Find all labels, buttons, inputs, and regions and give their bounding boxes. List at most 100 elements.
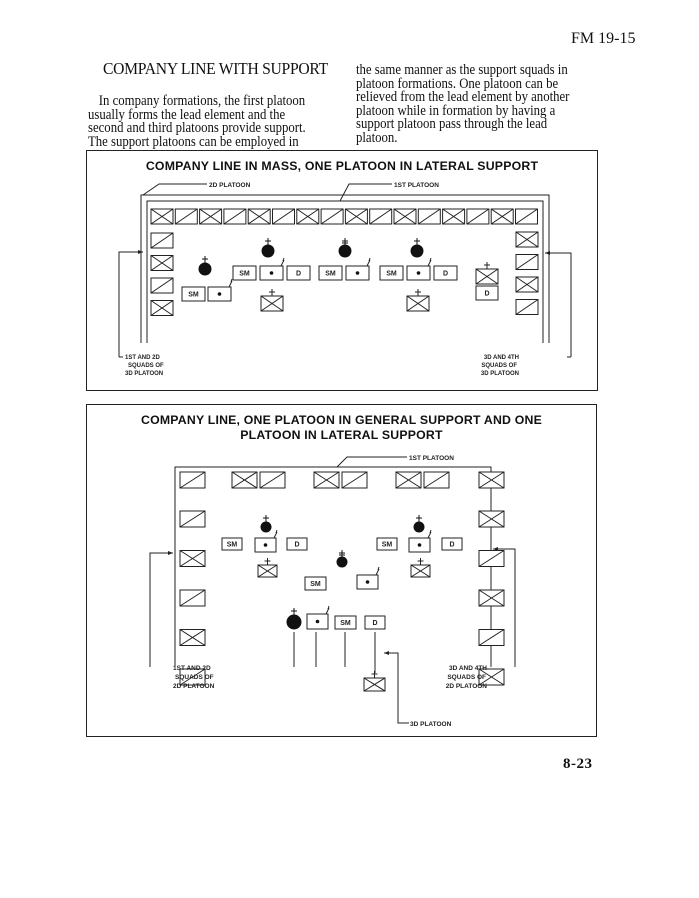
driver-box: D xyxy=(286,265,311,281)
figure-company-line-general-support: COMPANY LINE, ONE PLATOON IN GENERAL SUP… xyxy=(86,404,597,737)
right-squads-connector xyxy=(493,548,516,667)
squad-symbol-crossed xyxy=(406,289,430,312)
first-platoon-bracket xyxy=(146,200,544,343)
figure-title-line1: COMPANY LINE, ONE PLATOON IN GENERAL SUP… xyxy=(141,413,542,427)
squad-symbol-crossed xyxy=(478,510,505,528)
squad-leader-box: SM xyxy=(379,265,404,281)
squad-symbol-crossed xyxy=(515,276,539,293)
squad-symbol-crossed xyxy=(150,208,174,225)
right-squads-connector xyxy=(545,252,572,357)
text-line: the same manner as the support squads in xyxy=(356,62,568,78)
squad-symbol-diagonal xyxy=(341,471,368,489)
squad-symbol-diagonal xyxy=(417,208,441,225)
driver-box: D xyxy=(286,537,308,551)
svg-text:SM: SM xyxy=(340,620,351,627)
platoon-leader-symbol xyxy=(198,256,212,276)
arrow-head-icon xyxy=(168,551,173,555)
squad-symbol-diagonal xyxy=(272,208,295,225)
svg-text:D: D xyxy=(443,271,448,278)
second-platoon-bracket xyxy=(140,194,550,343)
document-header-id: FM 19-15 xyxy=(571,30,636,47)
label-left-squads-l2: SQUADS OF xyxy=(175,674,214,681)
svg-text:D: D xyxy=(372,620,377,627)
label-right-squads-l2: SQUADS OF xyxy=(447,674,486,681)
label-left-squads-l1: 1ST AND 2D xyxy=(125,355,160,361)
squad-symbol-diagonal xyxy=(179,471,206,489)
squad-symbol-diagonal xyxy=(515,208,538,225)
squad-symbol-crossed xyxy=(395,471,422,489)
arrow-head-icon xyxy=(493,547,498,551)
driver-box: D xyxy=(433,265,458,281)
figure-title: COMPANY LINE, ONE PLATOON IN GENERAL SUP… xyxy=(87,413,596,443)
label-right-squads-l2: SQUADS OF xyxy=(481,363,517,369)
squad-symbol-crossed xyxy=(296,208,320,225)
radio-operator-symbol xyxy=(254,529,278,553)
svg-text:SM: SM xyxy=(188,292,199,299)
squad-symbol-crossed xyxy=(313,471,340,489)
squad-symbol-diagonal xyxy=(369,208,393,225)
label-right-squads-l1: 3D AND 4TH xyxy=(484,355,519,361)
left-squads-connector xyxy=(118,251,143,357)
text-line: relieved from the lead element by anothe… xyxy=(356,89,570,105)
figure-title-line2: PLATOON IN LATERAL SUPPORT xyxy=(240,428,443,442)
radio-operator-symbol xyxy=(259,257,285,281)
figure-title: COMPANY LINE IN MASS, ONE PLATOON IN LAT… xyxy=(145,159,539,173)
squad-leader-box: SM xyxy=(334,615,357,630)
label-2d-platoon: 2D PLATOON xyxy=(209,182,251,189)
body-text-left-column: In company formations, the first platoon… xyxy=(88,94,348,149)
squad-leader-box: SM xyxy=(181,286,206,302)
platoon-leader-symbol xyxy=(286,608,302,630)
text-line: platoon formations. One platoon can be xyxy=(356,75,559,92)
squad-symbol-crossed xyxy=(363,671,386,692)
section-title: COMPANY LINE WITH SUPPORT xyxy=(103,59,328,78)
first-platoon-leader xyxy=(336,456,407,468)
page-number: 8-23 xyxy=(563,756,593,772)
squad-symbol-diagonal xyxy=(179,668,206,686)
body-text-right-column: the same manner as the support squads in… xyxy=(356,62,616,145)
label-left-squads-l2: SQUADS OF xyxy=(128,363,164,369)
squad-symbol-crossed xyxy=(179,550,206,567)
svg-text:D: D xyxy=(294,542,299,549)
svg-text:D: D xyxy=(296,271,301,278)
radio-operator-symbol xyxy=(408,529,432,553)
text-line: support platoon pass through the lead xyxy=(356,116,548,132)
squad-symbol-diagonal xyxy=(179,589,206,607)
squad-symbol-crossed xyxy=(179,629,206,646)
driver-box: D xyxy=(441,537,463,551)
squad-symbol-diagonal xyxy=(320,208,344,225)
squad-symbol-diagonal xyxy=(150,232,174,249)
svg-text:SM: SM xyxy=(239,271,250,278)
driver-box: D xyxy=(364,615,386,630)
arrow-head-icon xyxy=(545,251,550,255)
squad-symbol-crossed xyxy=(344,208,368,225)
label-left-squads-l3: 2D PLATOON xyxy=(173,683,215,690)
radio-operator-symbol xyxy=(207,278,233,302)
squad-symbol-crossed xyxy=(150,255,174,271)
squad-symbol-crossed xyxy=(478,471,505,489)
squad-symbol-diagonal xyxy=(478,550,505,567)
text-line: platoon while in formation by having a xyxy=(356,102,556,119)
squad-leader-box: SM xyxy=(221,537,243,551)
radio-operator-symbol xyxy=(345,257,371,281)
arrow-head-icon xyxy=(138,250,143,254)
squad-leader-box: SM xyxy=(304,576,327,591)
squad-symbol-crossed xyxy=(490,208,514,225)
squad-symbol-crossed xyxy=(247,208,271,225)
squad-symbol-diagonal xyxy=(478,629,505,646)
second-platoon-leader xyxy=(142,183,207,196)
figure-company-line-in-mass: COMPANY LINE IN MASS, ONE PLATOON IN LAT… xyxy=(86,150,598,391)
squad-symbol-diagonal xyxy=(259,471,286,489)
label-1st-platoon: 1ST PLATOON xyxy=(409,455,454,462)
svg-text:SM: SM xyxy=(382,542,393,549)
squad-leader-box: SM xyxy=(376,537,398,551)
platoon-leader-symbol xyxy=(336,550,348,568)
label-right-squads-l3: 2D PLATOON xyxy=(446,683,488,690)
platoon-leader-symbol xyxy=(260,515,272,533)
radio-operator-symbol xyxy=(356,566,380,590)
driver-box: D xyxy=(475,285,499,301)
squad-symbol-diagonal xyxy=(423,471,450,489)
squad-symbol-diagonal xyxy=(515,254,539,270)
squad-symbol-crossed xyxy=(150,300,174,316)
